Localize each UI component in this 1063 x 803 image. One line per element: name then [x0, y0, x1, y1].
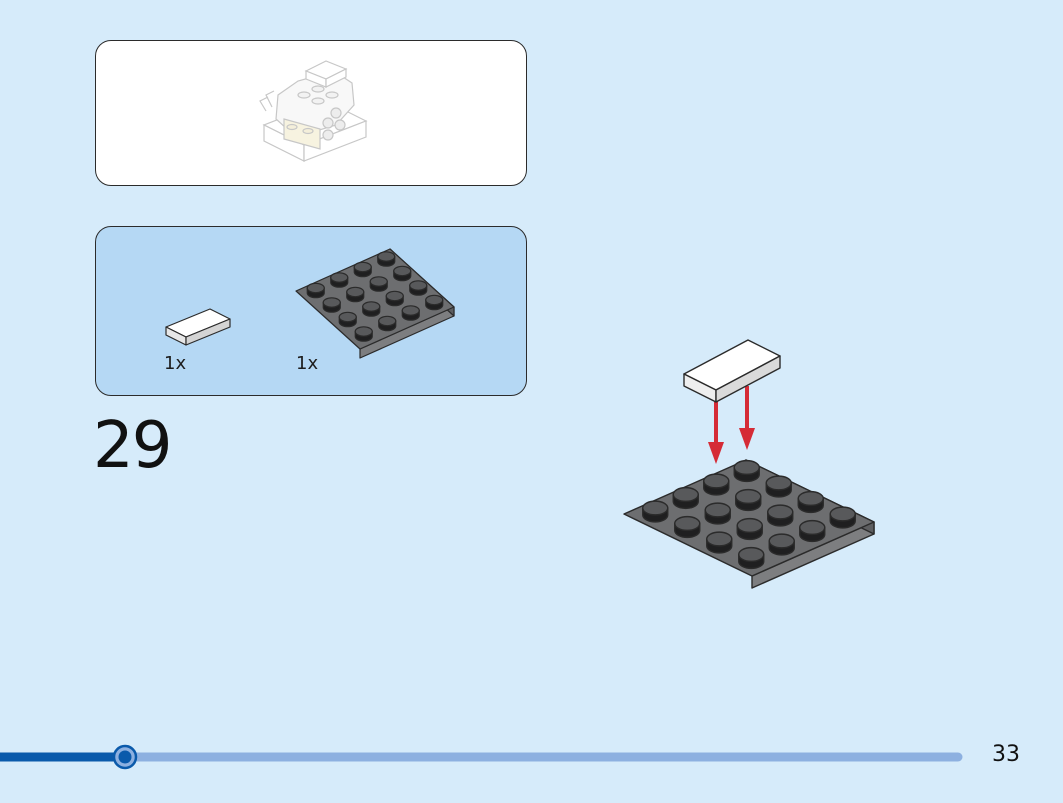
plate-stud-top — [735, 488, 762, 505]
plate-stud-top — [768, 533, 795, 549]
plate-stud-top — [377, 251, 396, 262]
tile-quantity-label: 1x — [164, 353, 187, 374]
plate-stud-top — [425, 294, 444, 306]
plate-stud-top — [706, 531, 733, 547]
progress-knob-center — [118, 750, 132, 764]
plate-stud-top — [642, 500, 669, 516]
step-number: 29 — [93, 409, 172, 483]
plate-stud-top — [672, 486, 699, 503]
plate-stud-top — [799, 519, 826, 536]
plate-stud-top — [738, 546, 765, 563]
plate-stud-top — [767, 504, 794, 520]
plate-stud-top — [703, 473, 730, 489]
plate-stud-top — [378, 315, 397, 327]
plate-stud-top — [733, 459, 760, 476]
plate-stud-top — [393, 265, 412, 277]
plate-stud-top — [797, 490, 824, 507]
plate-stud-top — [362, 301, 381, 312]
plate-stud-top — [736, 517, 763, 534]
insertion-arrows — [708, 386, 755, 464]
plate-stud-top — [354, 326, 373, 337]
plate-stud-top — [674, 515, 701, 532]
plate-stud-top — [346, 286, 365, 298]
tile-1x2-white-part — [165, 308, 231, 346]
page-number: 33 — [992, 742, 1020, 767]
plate-stud-top — [385, 290, 404, 302]
white-tile-floating — [683, 339, 781, 403]
plate-stud-top — [338, 311, 357, 323]
plate-stud-top — [369, 276, 388, 287]
plate-quantity-label: 1x — [296, 353, 319, 374]
plate-stud-top — [765, 475, 792, 491]
previous-model-illustration — [259, 60, 368, 162]
plate-stud-top — [322, 297, 341, 308]
assembly-illustration — [623, 339, 875, 589]
plate-stud-top — [409, 280, 428, 291]
plate-stud-top — [330, 272, 349, 283]
plate-stud-top — [353, 261, 372, 273]
plate-stud-top — [306, 282, 325, 294]
plate-stud-top — [704, 502, 731, 518]
progress-bar — [0, 744, 963, 770]
parts-list-panel: 1x 1x — [95, 226, 527, 396]
plate-stud-top — [829, 506, 856, 522]
plate-stud-top — [401, 305, 420, 316]
context-panel — [95, 40, 527, 186]
plate-4x4-dark-grey-part — [295, 248, 455, 359]
